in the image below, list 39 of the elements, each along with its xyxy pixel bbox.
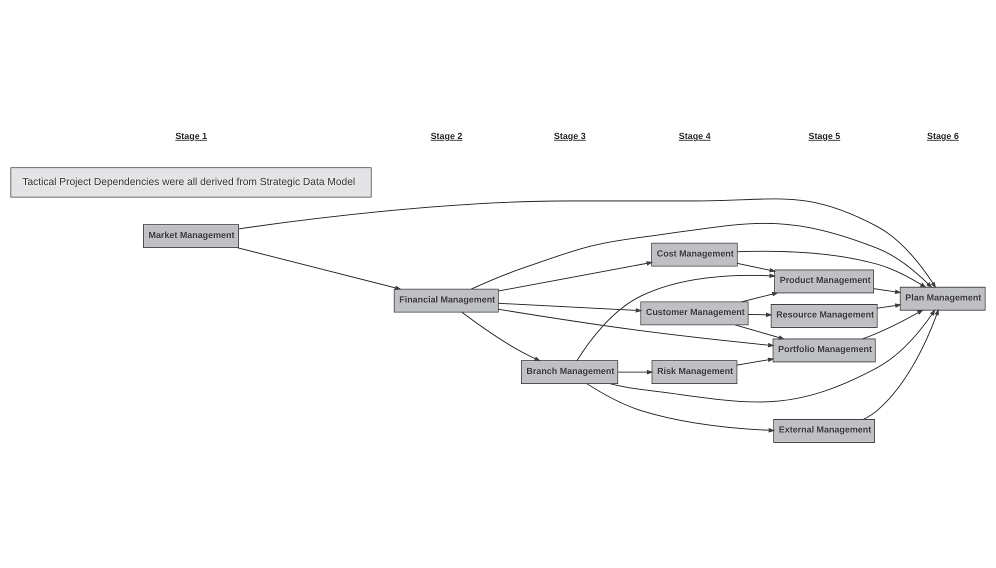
- arrow: [498, 302, 642, 313]
- node-box: Market Management: [143, 224, 239, 248]
- arrow: [737, 262, 776, 272]
- arrow: [874, 288, 902, 294]
- label: Stage 6: [927, 130, 959, 141]
- arrow: [236, 247, 402, 290]
- node-box: Financial Management: [394, 288, 499, 312]
- arrow: [863, 308, 939, 420]
- arrow: [736, 358, 774, 366]
- arrow: [586, 383, 776, 433]
- node-box: Branch Management: [520, 360, 618, 384]
- label: Stage 2: [430, 130, 462, 141]
- arrow: [576, 274, 776, 361]
- arrow: [610, 309, 936, 402]
- node-box: Cost Management: [651, 242, 738, 266]
- arrow: [618, 370, 654, 374]
- arrow: [238, 198, 936, 288]
- node-box: Tactical Project Dependencies were all derived from Strategic Data Model: [10, 167, 372, 198]
- arrow: [741, 292, 779, 302]
- node-box: Product Management: [774, 270, 874, 294]
- label: Stage 3: [554, 130, 586, 141]
- arrow: [470, 222, 932, 290]
- node-box: Customer Management: [640, 302, 748, 326]
- arrow: [462, 312, 541, 362]
- label: Stage 5: [808, 130, 840, 141]
- arrow: [877, 303, 902, 309]
- node-box: Risk Management: [652, 360, 738, 384]
- arrow: [734, 324, 786, 340]
- node-box: Plan Management: [900, 286, 986, 311]
- arrow: [498, 261, 654, 292]
- node-box: Resource Management: [770, 304, 878, 328]
- label: Stage 1: [175, 130, 208, 141]
- arrow: [498, 308, 775, 348]
- node-box: External Management: [773, 419, 875, 443]
- arrow: [862, 310, 924, 340]
- arrow: [748, 312, 773, 318]
- arrow: [737, 250, 927, 288]
- label: Stage 4: [678, 130, 711, 141]
- node-box: Portfolio Management: [772, 338, 876, 362]
